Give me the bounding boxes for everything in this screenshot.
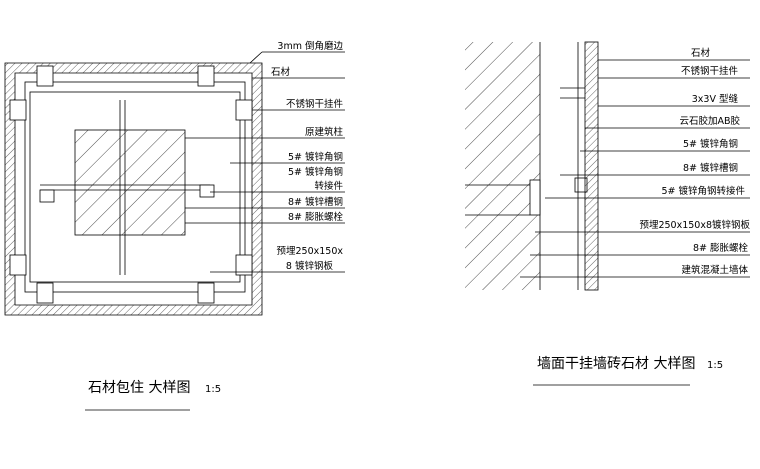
- label: 3x3V 型缝: [692, 93, 739, 105]
- concrete-wall: [465, 42, 540, 290]
- label: 预埋250x150x: [276, 246, 343, 257]
- steel-frame: [24, 81, 246, 293]
- left-section-drawing: [4, 51, 345, 316]
- left-labels: 3mm 倒角磨边 石材 不锈钢干挂件 原建筑柱 5# 镀锌角钢 5# 镀锌角钢 …: [85, 40, 344, 411]
- right-title: 墙面干挂墙砖石材 大样图: [537, 356, 695, 372]
- label: 8# 镀锌槽钢: [683, 162, 738, 174]
- label: 云石胶加AB胶: [679, 115, 740, 127]
- stone-cladding: [4, 62, 263, 316]
- left-leader-lines: [185, 77, 345, 273]
- label: 3mm 倒角磨边: [277, 40, 343, 52]
- label: 8# 膨胀螺栓: [288, 211, 344, 223]
- right-leader-lines: [520, 59, 750, 278]
- label: 石材: [691, 47, 711, 59]
- label: 石材: [271, 66, 291, 78]
- right-scale: 1:5: [707, 360, 723, 371]
- label: 原建筑柱: [305, 126, 344, 138]
- right-section-drawing: [465, 41, 750, 291]
- label: 预埋250x150x8镀锌钢板: [639, 219, 750, 231]
- stone-panel: [584, 41, 599, 291]
- label: 转接件: [314, 180, 343, 192]
- label: 不锈钢干挂件: [681, 65, 739, 77]
- label: 8# 镀锌槽钢: [288, 196, 343, 208]
- label: 5# 镀锌角钢: [288, 166, 343, 178]
- left-scale: 1:5: [205, 384, 221, 395]
- label: 5# 镀锌角钢转接件: [661, 185, 745, 197]
- label: 建筑混凝土墙体: [681, 264, 748, 276]
- label: 5# 镀锌角钢: [683, 138, 738, 150]
- label: 8# 膨胀螺栓: [693, 242, 749, 254]
- right-labels: 石材 不锈钢干挂件 3x3V 型缝 云石胶加AB胶 5# 镀锌角钢 8# 镀锌槽…: [533, 47, 750, 386]
- label: 不锈钢干挂件: [286, 98, 344, 110]
- building-column: [74, 129, 186, 236]
- label: 5# 镀锌角钢: [288, 151, 343, 163]
- label: 8 镀锌钢板: [286, 260, 334, 272]
- left-title: 石材包住 大样图: [88, 380, 190, 396]
